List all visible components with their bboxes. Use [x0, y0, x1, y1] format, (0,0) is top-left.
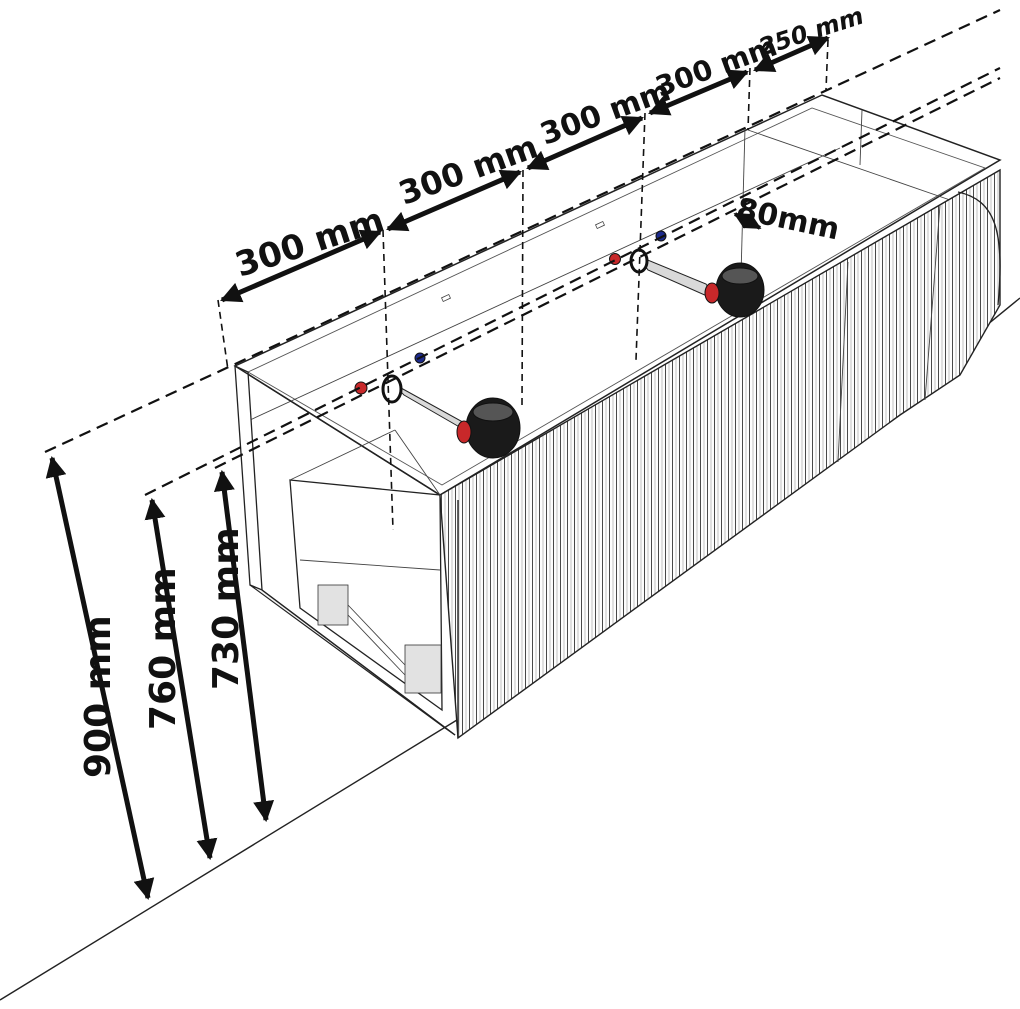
width-label-5: 250 mm — [755, 2, 867, 62]
fluted-front — [439, 168, 1001, 740]
height-labels: 900 mm 760 mm 730 mm — [78, 527, 247, 778]
drawer-slide-right — [404, 644, 442, 694]
drain-red-ring-left — [456, 420, 472, 444]
height-arrows — [45, 455, 275, 901]
drawer-slide-left — [317, 584, 349, 626]
screw-markers — [440, 220, 606, 303]
width-label-2: 300 mm — [394, 127, 543, 212]
height-label-730: 730 mm — [206, 527, 247, 690]
plumbing-left — [354, 352, 521, 459]
plumbing-right — [609, 230, 765, 318]
width-arrows — [220, 35, 830, 303]
height-label-900: 900 mm — [78, 615, 119, 778]
width-label-1: 300 mm — [230, 200, 389, 286]
height-label-760: 760 mm — [143, 567, 184, 730]
hot-valve-left — [354, 381, 368, 395]
width-label-3: 300 mm — [536, 73, 675, 152]
drain-red-ring-right — [704, 282, 720, 304]
